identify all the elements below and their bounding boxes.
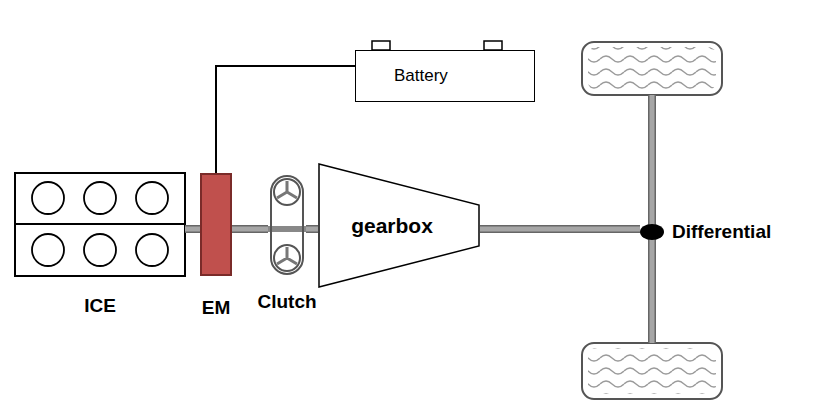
node-label: Battery — [394, 66, 448, 86]
node-label: gearbox — [351, 214, 433, 238]
battery-box: Battery — [355, 50, 535, 102]
battery-terminal — [372, 41, 502, 50]
gearbox-trapezoid: gearbox — [318, 163, 480, 288]
clutch-symbol — [262, 176, 318, 274]
differential-dot — [640, 224, 664, 240]
node-label: Clutch — [257, 291, 316, 313]
drive-shaft — [306, 229, 318, 230]
axle — [650, 95, 655, 343]
node-label: EM — [202, 297, 231, 319]
drive-shaft — [185, 229, 200, 230]
shaft-path — [480, 227, 640, 232]
shaft-outline — [306, 225, 318, 233]
cylinder — [32, 182, 168, 266]
drive-shaft — [232, 229, 268, 230]
shaft-path — [232, 227, 268, 232]
shaft-outline — [185, 225, 200, 233]
gearbox-outline — [319, 164, 479, 287]
shaft-outline — [480, 225, 640, 233]
wheel — [582, 42, 722, 95]
wire-path — [216, 66, 355, 173]
wheel — [582, 343, 722, 399]
engine-node: ICE — [15, 173, 185, 276]
axle — [648, 95, 656, 343]
node-label: Differential — [672, 221, 771, 243]
differential-symbol — [640, 224, 664, 240]
node-label: ICE — [84, 295, 116, 317]
shaft-outline — [232, 225, 268, 233]
shaft-path — [306, 227, 318, 232]
electric-motor: EM — [200, 173, 232, 276]
engine-block — [15, 173, 200, 276]
electric-wire — [216, 66, 355, 173]
differential-node: Differential — [640, 224, 664, 240]
shaft-path — [185, 227, 200, 232]
clutch-node: Clutch — [268, 178, 306, 272]
drive-shaft — [480, 229, 640, 230]
